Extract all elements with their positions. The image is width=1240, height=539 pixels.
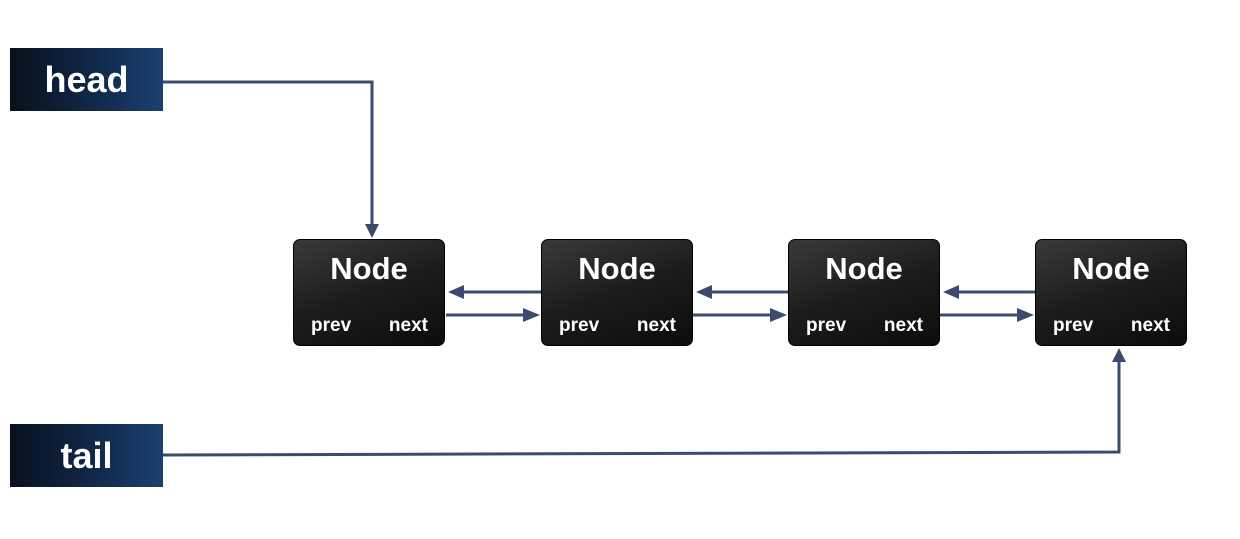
node-prev-field: prev	[311, 315, 352, 336]
prev-link-3-to-2-arrowhead	[696, 285, 712, 299]
node-title: Node	[1072, 251, 1150, 286]
node-prev-field: prev	[1053, 315, 1094, 336]
next-link-3-to-4-arrowhead	[1017, 308, 1034, 322]
prev-link-4-to-3-arrowhead	[943, 285, 959, 299]
node-title: Node	[825, 251, 903, 286]
prev-link-2-to-1-arrowhead	[448, 285, 464, 299]
node-prev-field: prev	[806, 315, 847, 336]
head-pointer-box: head	[10, 48, 163, 111]
node-title: Node	[330, 251, 408, 286]
node-1: Node prev next	[293, 239, 445, 346]
head-connector	[163, 80, 374, 226]
head-arrowhead	[365, 224, 379, 238]
node-next-field: next	[388, 315, 428, 336]
tail-pointer-box: tail	[10, 424, 163, 487]
node-prev-field: prev	[559, 315, 600, 336]
tail-arrowhead	[1112, 348, 1126, 362]
node-next-field: next	[636, 315, 676, 336]
next-link-2-to-3-arrowhead	[770, 308, 787, 322]
node-title: Node	[578, 251, 656, 286]
tail-label: tail	[60, 434, 113, 476]
next-link-1-to-2-arrowhead	[523, 308, 540, 322]
node-4: Node prev next	[1035, 239, 1187, 346]
node-2: Node prev next	[541, 239, 693, 346]
tail-connector	[162, 360, 1121, 457]
node-3: Node prev next	[788, 239, 940, 346]
head-label: head	[44, 58, 129, 100]
node-next-field: next	[1130, 315, 1170, 336]
node-next-field: next	[883, 315, 923, 336]
